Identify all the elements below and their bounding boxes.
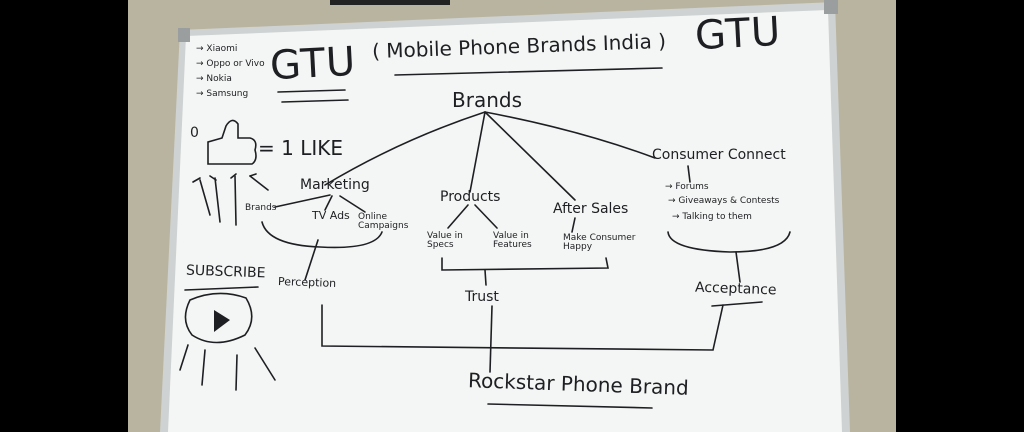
arrow-make-happy: [571, 217, 576, 233]
arrow-value-specs: [447, 204, 469, 229]
gtu-underline: [281, 99, 349, 103]
trust-label: Trust: [465, 289, 499, 305]
perception-label: Perception: [277, 274, 337, 291]
after-sales-make-happy: Make Consumer Happy: [563, 233, 636, 252]
mount-bar: [330, 0, 450, 5]
product-value-specs: Value in Specs: [427, 231, 463, 250]
brand-list-item: → Xiaomi: [196, 44, 238, 54]
play-triangle-icon: [214, 310, 230, 332]
marketing-brands: Brands: [245, 203, 277, 213]
whiteboard-surface: [168, 10, 842, 432]
consumer-talking: → Talking to them: [672, 212, 752, 222]
branch-consumer: [484, 111, 656, 159]
marketing-tvads: TV Ads: [312, 209, 350, 222]
pointer-line: [214, 177, 221, 223]
pointer-line: [235, 354, 238, 391]
marketing-bracket: [261, 221, 383, 249]
product-value-features: Value in Features: [493, 231, 532, 250]
branch-products: [469, 111, 486, 193]
consumer-forums: → Forums: [665, 182, 709, 192]
arrow-brands: [274, 194, 331, 208]
consumer-connect-label: Consumer Connect: [652, 147, 786, 163]
marketing-online: Online Campaigns: [358, 212, 409, 231]
subscribe-text: SUBSCRIBE: [185, 262, 266, 282]
bottom-connector: [321, 304, 724, 351]
brand-list-item: → Oppo or Vivo: [196, 59, 265, 69]
like-text: = 1 LIKE: [258, 136, 343, 160]
consumer-bracket: [667, 231, 791, 253]
consumer-giveaways: → Giveaways & Contests: [668, 196, 780, 206]
arrow-acceptance: [735, 251, 741, 283]
brand-list: → Xiaomi → Oppo or Vivo → Nokia → Samsun…: [196, 44, 265, 104]
like-number: 0: [190, 125, 199, 141]
thumbs-up-icon: [207, 119, 257, 165]
title-gtu-right: GTU: [693, 8, 783, 60]
after-sales-label: After Sales: [553, 201, 629, 217]
result-underline: [487, 403, 653, 409]
play-button-icon: [184, 292, 253, 344]
pointer-line: [199, 179, 211, 216]
title-underline: [394, 67, 663, 76]
marketing-label: Marketing: [300, 177, 370, 193]
products-bracket: [441, 257, 609, 271]
acceptance-underline: [711, 301, 763, 307]
diagram-lines: [179, 67, 791, 409]
branch-marketing: [324, 111, 486, 186]
pointer-heads: [192, 173, 257, 183]
arrow-value-features: [474, 204, 498, 229]
branch-after-sales: [484, 111, 576, 201]
arrow-perception: [304, 239, 319, 281]
frame-corner: [178, 28, 190, 42]
trust-to-result: [489, 305, 493, 373]
gtu-underline: [277, 89, 346, 93]
pointer-line: [249, 175, 269, 191]
pointer-line: [179, 344, 189, 371]
arrow-tvads: [324, 195, 333, 211]
products-label: Products: [440, 189, 501, 205]
brand-list-item: → Nokia: [196, 74, 232, 84]
subscribe-underline: [184, 286, 259, 291]
acceptance-label: Acceptance: [694, 279, 777, 299]
pointer-line: [254, 347, 276, 381]
frame-corner: [824, 0, 838, 14]
title-gtu-left: GTU: [268, 38, 358, 90]
brands-heading: Brands: [452, 88, 522, 112]
brand-list-item: → Samsung: [196, 89, 249, 99]
arrow-forums: [687, 165, 691, 183]
arrow-trust: [484, 269, 487, 286]
pointer-line: [234, 175, 237, 226]
arrow-online: [339, 195, 366, 213]
pointer-line: [201, 349, 206, 386]
